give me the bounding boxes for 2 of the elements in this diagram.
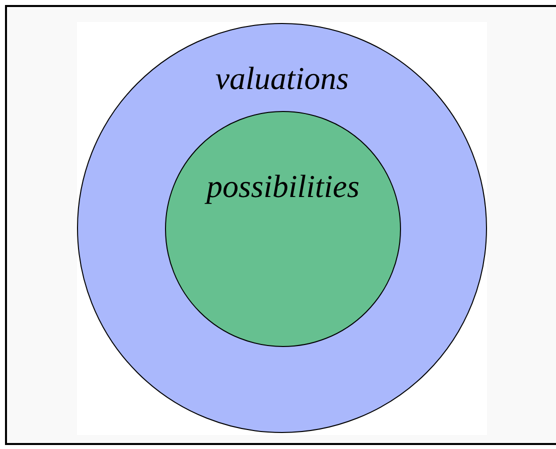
circle-label: possibilities: [206, 170, 360, 202]
circle-label: valuations: [215, 62, 349, 94]
